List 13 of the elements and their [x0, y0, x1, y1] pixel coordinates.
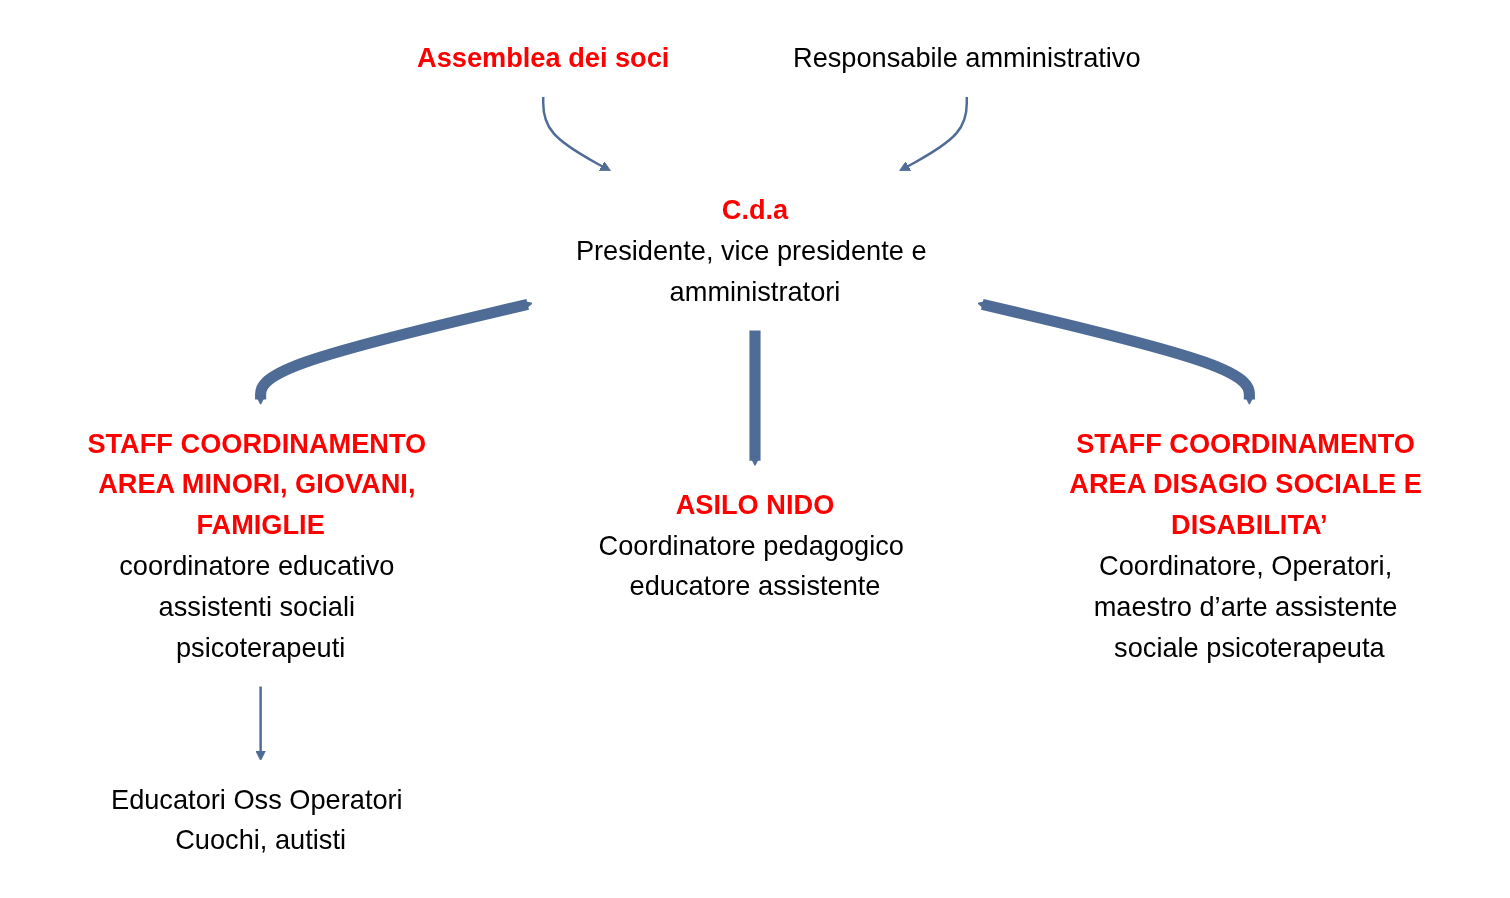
- arrow: [977, 298, 1255, 405]
- arrow: [255, 686, 267, 761]
- node-text: ASILO NIDO Coordinatore pedagogico educatore assistente: [598, 489, 904, 602]
- arrow: [541, 96, 611, 172]
- node-text: STAFF COORDINAMENTO AREA DISAGIO SOCIALE E DISABILITA’ Coordinatore, Operatori, maestro d’arte assistente sociale psicoterapeuta: [1069, 427, 1422, 663]
- node-text: C.d.a Presidente, vice presidente e amministratori: [575, 194, 927, 307]
- node-text: Assemblea dei soci: [417, 42, 670, 74]
- node-text: Educatori Oss Operatori Cuochi, autisti: [110, 783, 403, 856]
- node-text: Responsabile amministrativo: [793, 42, 1141, 74]
- arrow: [899, 96, 969, 172]
- arrow: [255, 298, 533, 405]
- arrow: [749, 330, 761, 467]
- node-text: STAFF COORDINAMENTO AREA MINORI, GIOVANI, FAMIGLIE coordinatore educativo assistenti sociali psicoterapeuti: [87, 427, 427, 663]
